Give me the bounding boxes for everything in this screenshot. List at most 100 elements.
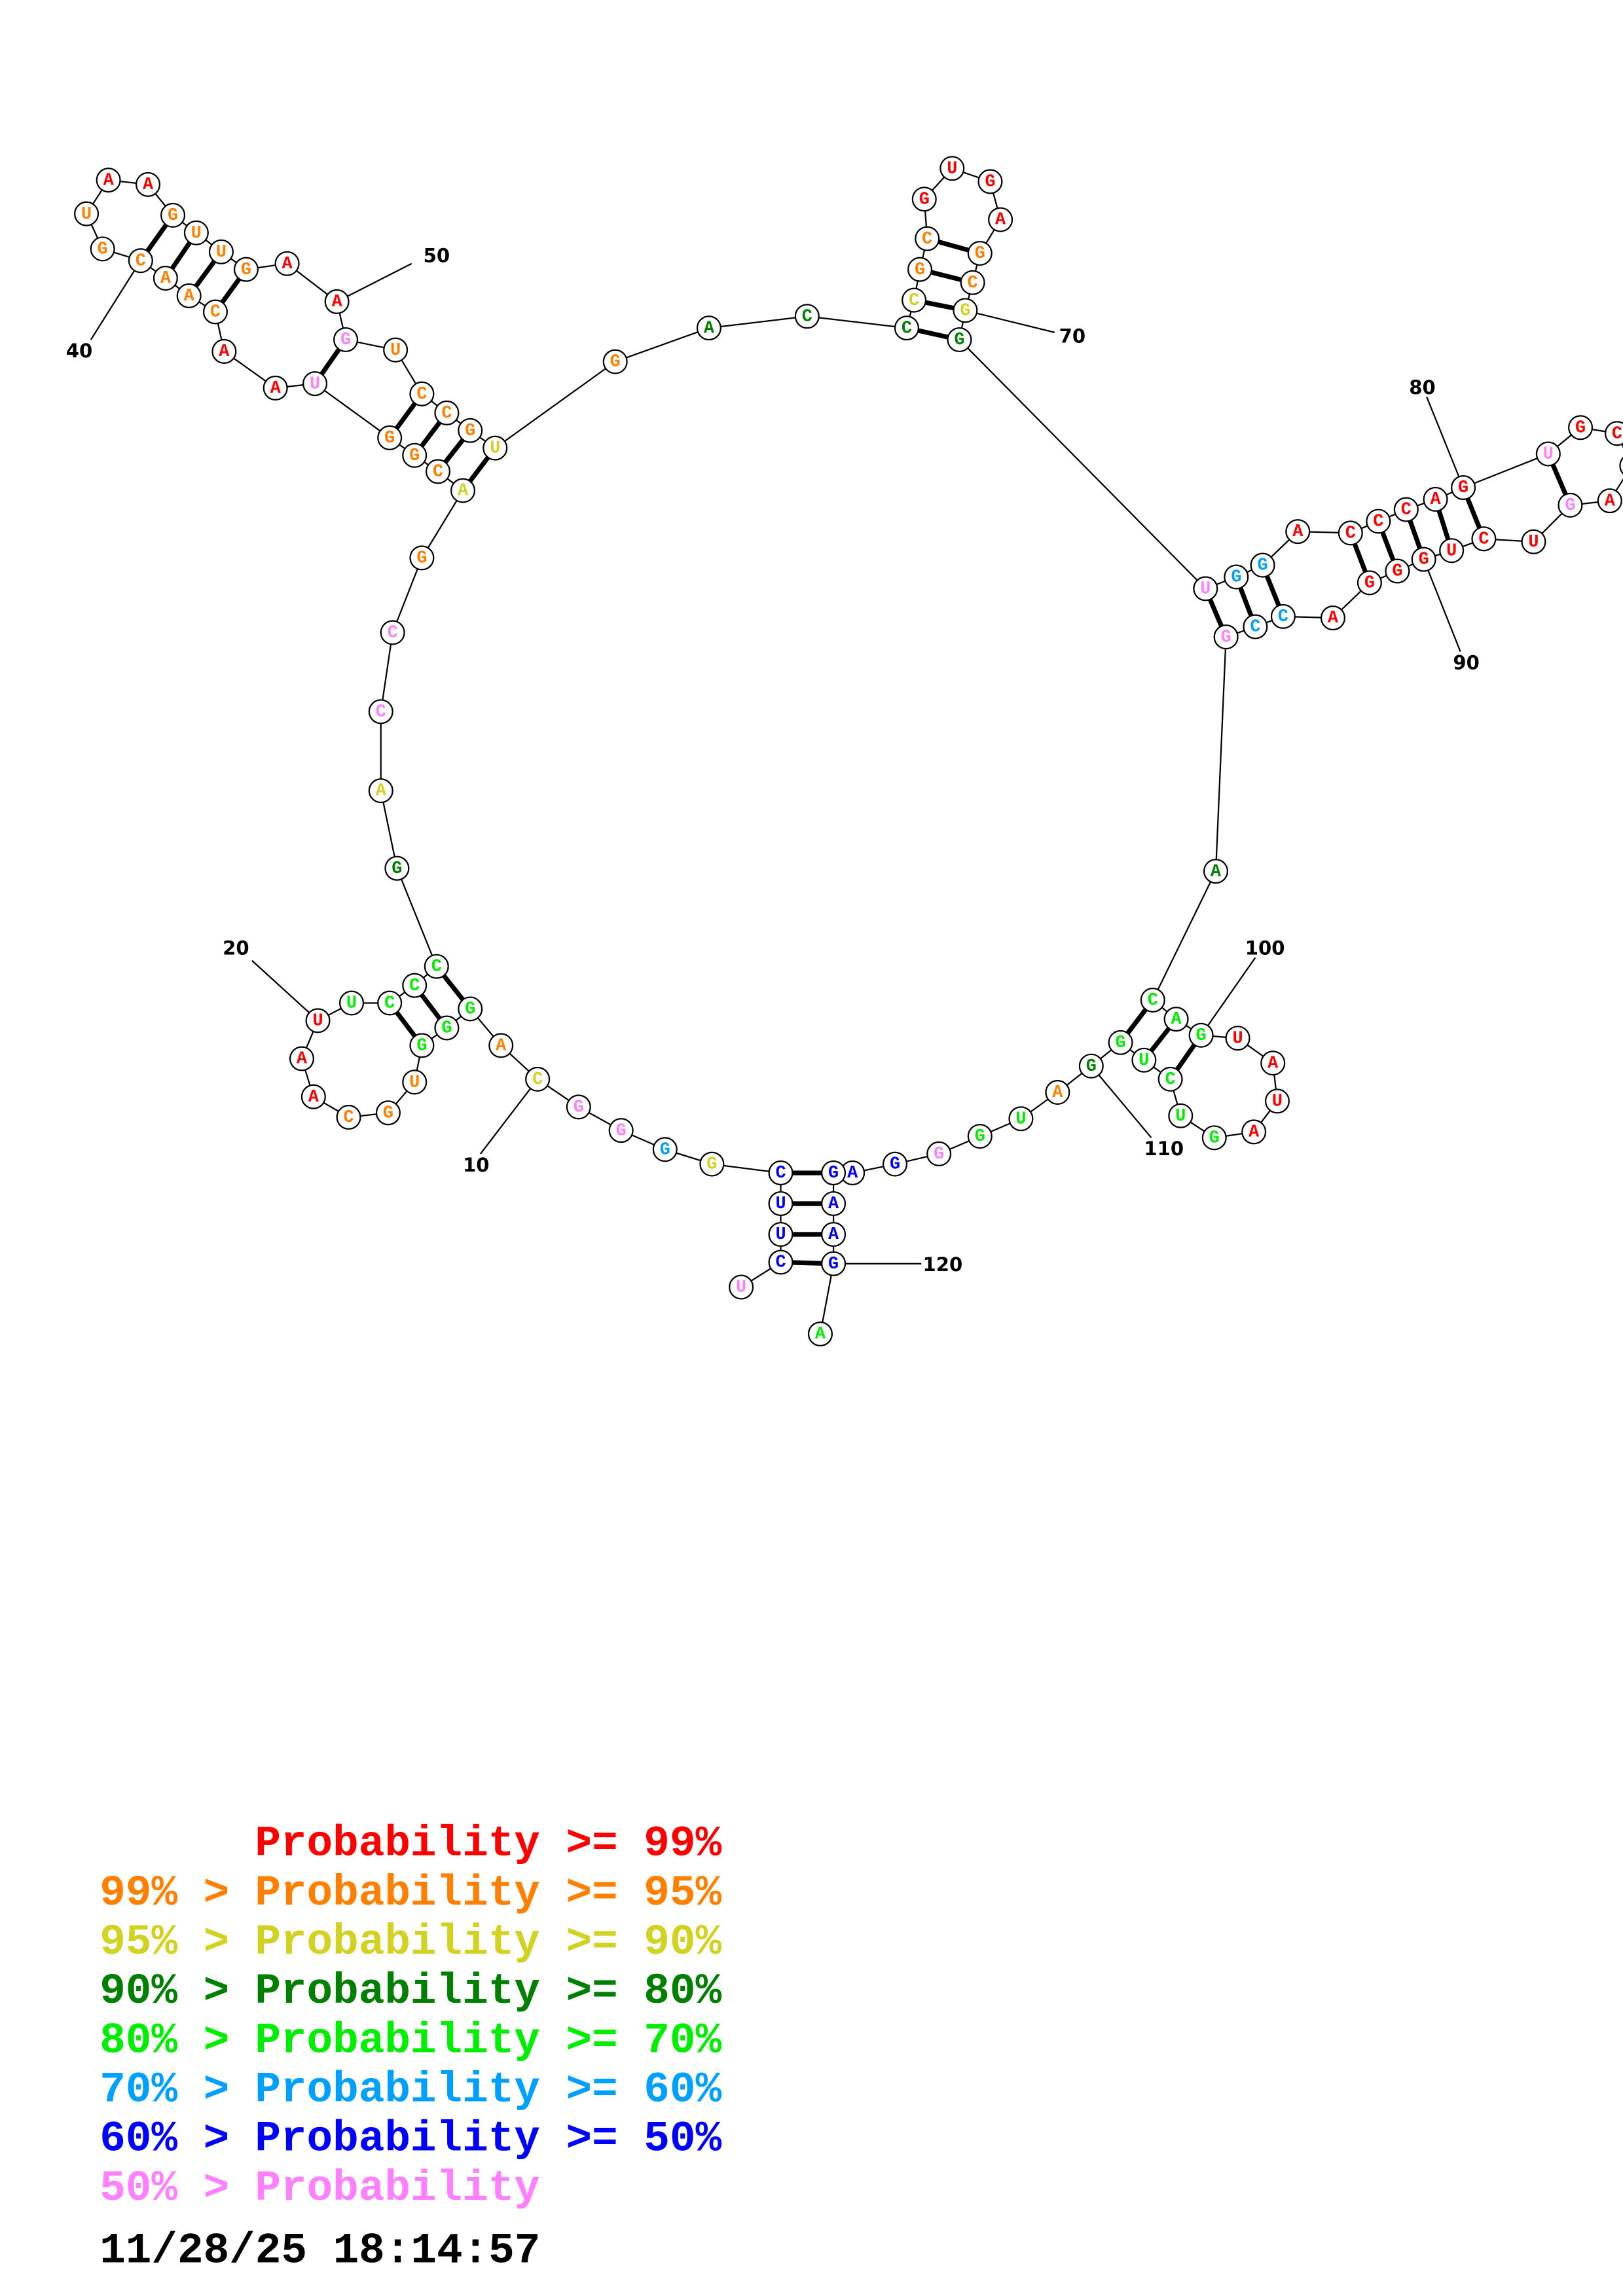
nucleotide-base: G: [241, 260, 251, 280]
nucleotide-circle: [967, 1124, 993, 1149]
nucleotide-circle: [1411, 547, 1436, 572]
nucleotide: A: [1241, 1119, 1267, 1145]
nucleotide-circle: [1140, 988, 1165, 1013]
legend-entry: 60% >Probability >= 50%: [100, 2115, 721, 2164]
nucleotide: G: [1451, 475, 1476, 501]
nucleotide: G: [1558, 492, 1583, 518]
nucleotide: C: [1243, 614, 1268, 639]
nucleotide: G: [1188, 1022, 1214, 1048]
nucleotide-circle: [409, 1033, 435, 1058]
nucleotide: A: [136, 171, 161, 197]
nucleotide-base: C: [210, 303, 221, 323]
backbone-segment: [380, 790, 398, 869]
backbone-segment: [708, 315, 807, 329]
nucleotide: C: [894, 315, 919, 341]
nucleotide-circle: [375, 1100, 401, 1126]
nucleotide: U: [768, 1221, 793, 1247]
nucleotide: G: [1078, 1053, 1104, 1079]
legend-entry: 99% >Probability >= 95%: [100, 1869, 721, 1918]
legend-entry: 95% >Probability >= 90%: [100, 1918, 721, 1967]
nucleotide-circle: [1203, 859, 1228, 884]
nucleotide-circle: [794, 304, 820, 329]
nucleotide-base: C: [1250, 618, 1260, 637]
nucleotide: C: [1338, 520, 1363, 546]
nucleotide-base: C: [388, 624, 398, 643]
position-tick-line: [479, 1079, 539, 1155]
nucleotide-base: U: [1232, 1029, 1243, 1049]
nucleotide-circle: [380, 620, 405, 645]
nucleotide: G: [160, 202, 186, 228]
nucleotide-circle: [1078, 1053, 1104, 1079]
nucleotide-circle: [434, 1015, 460, 1041]
nucleotide: G: [434, 1015, 460, 1041]
nucleotide-base: U: [490, 439, 500, 459]
nucleotide: U: [383, 337, 409, 363]
nucleotide-base: C: [433, 463, 443, 482]
nucleotide-base: G: [960, 301, 970, 321]
nucleotide-base: G: [975, 244, 985, 264]
legend-label: Probability: [255, 2164, 540, 2213]
nucleotide: C: [1366, 509, 1391, 534]
nucleotide-circle: [960, 270, 985, 295]
nucleotide-base: C: [909, 291, 919, 311]
nucleotide: U: [305, 1008, 331, 1033]
nucleotide-base: U: [81, 205, 92, 224]
legend-prefix: 70% >: [100, 2065, 229, 2114]
nucleotide-base: A: [995, 211, 1006, 230]
nucleotide-circle: [338, 990, 365, 1016]
nucleotide: C: [1393, 497, 1419, 522]
nucleotide: G: [566, 1094, 591, 1120]
nucleotide-base: C: [922, 230, 932, 249]
nucleotide: U: [1521, 529, 1546, 554]
nucleotide-circle: [377, 425, 403, 450]
nucleotide-circle: [305, 1008, 331, 1033]
legend-prefix: 99% >: [100, 1869, 229, 1918]
nucleotide-base: U: [191, 224, 202, 243]
nucleotide-circle: [699, 1151, 725, 1177]
nucleotide-circle: [1108, 1030, 1133, 1055]
nucleotide: C: [1140, 988, 1165, 1013]
position-tick-line: [965, 310, 1055, 333]
nucleotide: U: [338, 990, 365, 1016]
nucleotide-base: C: [1373, 512, 1383, 532]
base-pair-bonds: [138, 213, 1573, 1266]
nucleotide-base: U: [1175, 1107, 1186, 1126]
nucleotide: C: [960, 270, 985, 295]
nucleotide: G: [233, 257, 259, 282]
nucleotide-base: A: [270, 379, 282, 399]
nucleotide-base: U: [346, 994, 357, 1014]
nucleotide: G: [821, 1251, 847, 1276]
nucleotide-base: A: [1431, 490, 1442, 510]
nucleotide-base: C: [1612, 424, 1622, 444]
nucleotide: G: [911, 187, 937, 212]
nucleotide-circle: [821, 1221, 847, 1247]
nucleotide-circle: [377, 990, 403, 1016]
nucleotide-circle: [202, 299, 228, 325]
backbone-segment: [807, 315, 907, 329]
nucleotide-base: G: [1392, 562, 1402, 582]
nucleotide-circle: [1320, 605, 1345, 631]
nucleotide-circle: [1201, 1125, 1227, 1151]
nucleotide: C: [902, 287, 927, 313]
nucleotide-circle: [409, 545, 435, 571]
backbone-segment: [1152, 870, 1216, 1001]
nucleotide: G: [1411, 547, 1436, 572]
probability-legend: Probability >= 99%99% >Probability >= 95…: [100, 1820, 721, 2213]
nucleotide-circle: [1366, 509, 1391, 534]
backbone-segment: [958, 339, 1207, 590]
nucleotide: U: [1008, 1106, 1034, 1132]
nucleotide: G: [977, 169, 1003, 194]
nucleotide-circle: [1193, 576, 1218, 601]
nucleotide-circle: [1535, 441, 1561, 467]
nucleotide-circle: [324, 289, 350, 314]
nucleotide: U: [939, 156, 965, 181]
nucleotide-circle: [1163, 1007, 1189, 1032]
legend-label: Probability >= 70%: [255, 2016, 721, 2065]
nucleotide-base: G: [1196, 1026, 1207, 1046]
nucleotide-base: G: [392, 859, 402, 879]
position-tick-line: [251, 960, 319, 1022]
nucleotide: U: [1225, 1026, 1250, 1051]
nucleotide: G: [821, 1160, 847, 1186]
nucleotide-circle: [458, 996, 483, 1022]
legend-label: Probability >= 80%: [255, 1967, 721, 2016]
